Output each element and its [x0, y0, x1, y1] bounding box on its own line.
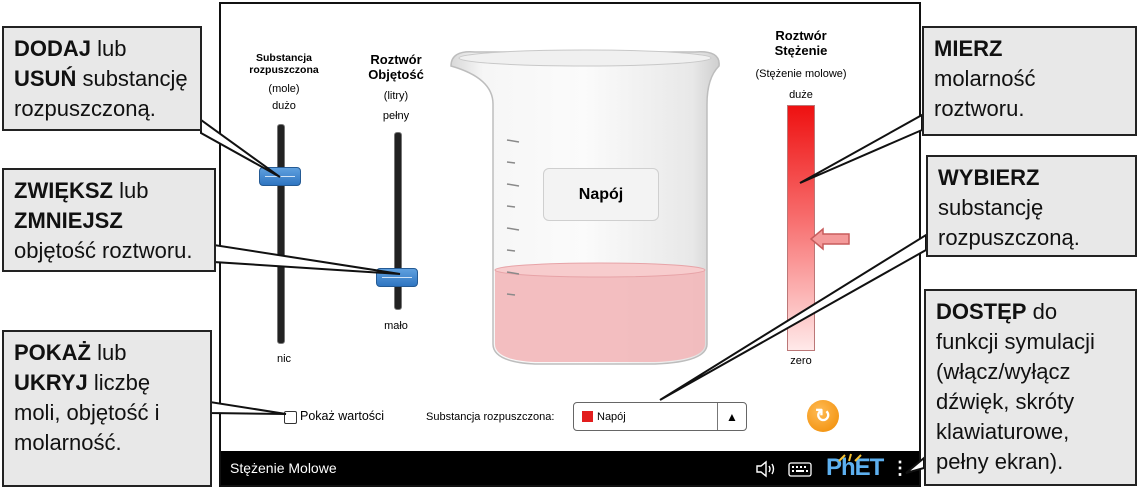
volume-slider-min-label: mało: [384, 320, 408, 332]
solute-select[interactable]: Napój ▲: [573, 402, 747, 431]
concentration-max-label: duże: [789, 89, 813, 101]
volume-slider-max-label: pełny: [382, 110, 410, 122]
show-values-label[interactable]: Pokaż wartości: [300, 409, 385, 423]
phet-logo-accent: [838, 453, 862, 462]
keyboard-icon[interactable]: [788, 462, 812, 477]
show-values-checkbox[interactable]: [284, 411, 297, 424]
callout-show-hide-values: POKAŻ lub UKRYJ liczbę moli, objętość i …: [2, 330, 212, 487]
solute-slider-title: Substancja rozpuszczona: [249, 52, 319, 76]
callout-increase-decrease-volume: ZWIĘKSZ lub ZMNIEJSZ objętość roztworu.: [2, 168, 216, 272]
navigation-bar: Stężenie Molowe PhET ⋮: [221, 451, 919, 485]
volume-slider-thumb[interactable]: [376, 268, 418, 287]
volume-slider-unit: (litry): [383, 90, 409, 102]
concentration-pointer-icon[interactable]: [809, 227, 853, 251]
reset-icon: ↻: [815, 405, 831, 427]
callout-add-remove-solute: DODAJ lub USUŃ substancję rozpuszczoną.: [2, 26, 202, 131]
menu-icon[interactable]: ⋮: [891, 458, 909, 478]
callout-choose-solute: WYBIERZ substancję rozpuszczoną.: [926, 155, 1137, 257]
solute-slider-unit: (mole): [268, 83, 300, 95]
solute-slider-thumb[interactable]: [259, 167, 301, 186]
beaker-label: Napój: [543, 168, 659, 221]
concentration-min-label: zero: [790, 355, 812, 367]
solution-liquid: [495, 270, 705, 362]
dropdown-arrow-icon[interactable]: ▲: [726, 409, 738, 424]
concentration-title: Roztwór Stężenie: [774, 28, 828, 58]
callout-access-features: DOSTĘP do funkcji symulacji (włącz/wyłąc…: [924, 289, 1137, 486]
concentration-unit: (Stężenie molowe): [755, 68, 847, 80]
sound-icon[interactable]: [755, 460, 777, 478]
solute-swatch: [582, 411, 593, 422]
solute-slider-max-label: dużo: [272, 100, 296, 112]
solute-slider-min-label: nic: [276, 353, 292, 365]
solute-select-value: Napój: [597, 410, 626, 423]
reset-all-button[interactable]: ↻: [807, 400, 839, 432]
solute-select-label: Substancja rozpuszczona:: [426, 411, 555, 423]
sim-title: Stężenie Molowe: [230, 460, 337, 476]
phet-logo[interactable]: PhET: [826, 454, 884, 481]
volume-slider-track[interactable]: [394, 132, 402, 310]
callout-measure-molarity: MIERZ molarność roztworu.: [922, 26, 1137, 136]
simulation-frame: Substancja rozpuszczona (mole) dużo nic …: [219, 2, 921, 487]
volume-slider-title: Roztwór Objętość: [368, 52, 424, 82]
solute-slider-track[interactable]: [277, 124, 285, 344]
